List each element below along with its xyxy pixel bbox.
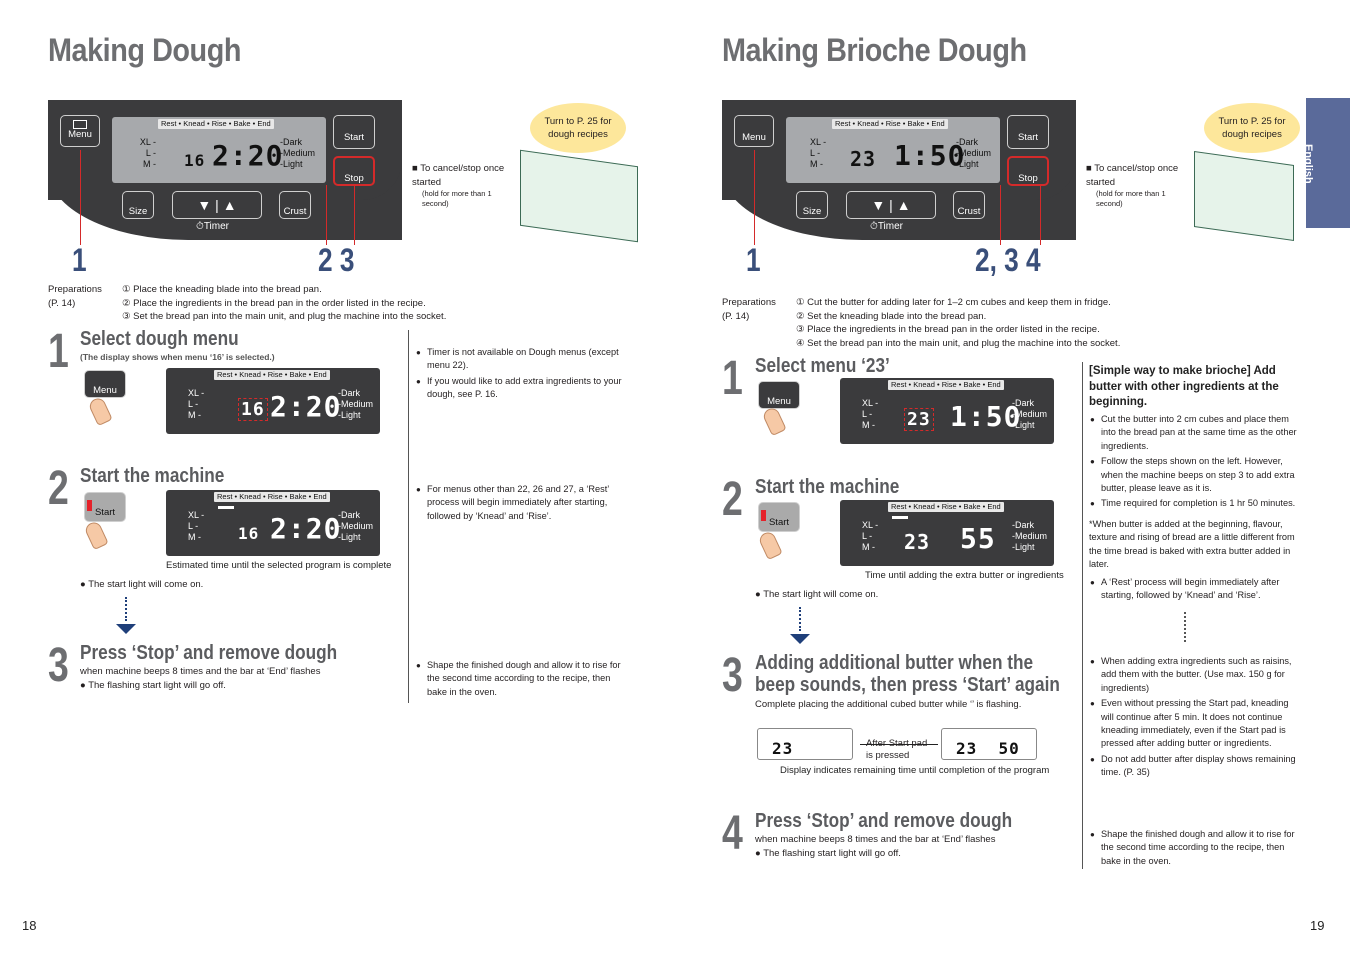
- step3-title: Press ‘Stop’ and remove dough: [80, 642, 338, 664]
- page-title-left: Making Dough: [48, 32, 241, 68]
- menu-button-r[interactable]: Menu: [734, 115, 774, 147]
- step1-title: Select dough menu: [80, 328, 239, 350]
- arrow-down-icon: [116, 624, 136, 634]
- mini-display-2: 23 50: [941, 728, 1037, 760]
- prep-steps: ① Place the kneading blade into the brea…: [122, 284, 447, 322]
- notes-3: Shape the finished dough and allow it to…: [416, 659, 621, 701]
- menu-button[interactable]: Menu: [60, 115, 100, 147]
- program-bar: Rest • Knead • Rise • Bake • End: [158, 119, 274, 129]
- prep-steps-right: ① Cut the butter for adding later for 1–…: [796, 297, 1121, 349]
- page-number-right: 19: [1310, 918, 1325, 933]
- book-illustration: [1194, 150, 1294, 242]
- stop-button[interactable]: Stop: [333, 156, 375, 186]
- step2-caption: Estimated time until the selected progra…: [166, 560, 392, 571]
- cancel-note: ■ To cancel/stop once started: [412, 163, 505, 188]
- language-tab: English: [1302, 98, 1350, 228]
- page-title-right: Making Brioche Dough: [722, 32, 1027, 68]
- timer-arrows[interactable]: ▼ | ▲: [172, 191, 262, 219]
- menu-button-illus: Menu: [84, 370, 126, 398]
- lcd-step1: Rest • Knead • Rise • Bake • End XL -L -…: [166, 368, 380, 434]
- lcd-step2: Rest • Knead • Rise • Bake • End XL -L -…: [166, 490, 380, 556]
- book-icon: [73, 120, 87, 129]
- size-button[interactable]: Size: [122, 191, 154, 219]
- recipe-bubble: Turn to P. 25 for dough recipes: [530, 103, 626, 153]
- stop-button-r[interactable]: Stop: [1007, 156, 1049, 186]
- menu-number: 16: [184, 151, 206, 170]
- notes-2: For menus other than 22, 26 and 27, a ‘R…: [416, 483, 611, 525]
- start-button[interactable]: Start: [333, 115, 375, 149]
- mini-display-1: 23: [757, 728, 853, 760]
- timer-label: ⏱Timer: [196, 221, 229, 232]
- callout-1-left: 1: [72, 242, 87, 278]
- lcd-display: Rest • Knead • Rise • Bake • End XL -L -…: [112, 117, 326, 183]
- time-readout: 2:20: [212, 139, 284, 172]
- simple-way-heading: [Simple way to make brioche] Add butter …: [1089, 365, 1279, 408]
- step2-title: Start the machine: [80, 465, 225, 487]
- start-button-r[interactable]: Start: [1007, 115, 1049, 149]
- page-number-left: 18: [22, 918, 37, 933]
- notes-1: Timer is not available on Dough menus (e…: [416, 346, 626, 404]
- prep-label: Preparations(P. 14): [48, 284, 102, 309]
- crust-button[interactable]: Crust: [279, 191, 311, 219]
- hand-icon: [87, 395, 113, 427]
- callout-23-left: 2 3: [318, 242, 355, 278]
- book-illustration: [520, 149, 638, 243]
